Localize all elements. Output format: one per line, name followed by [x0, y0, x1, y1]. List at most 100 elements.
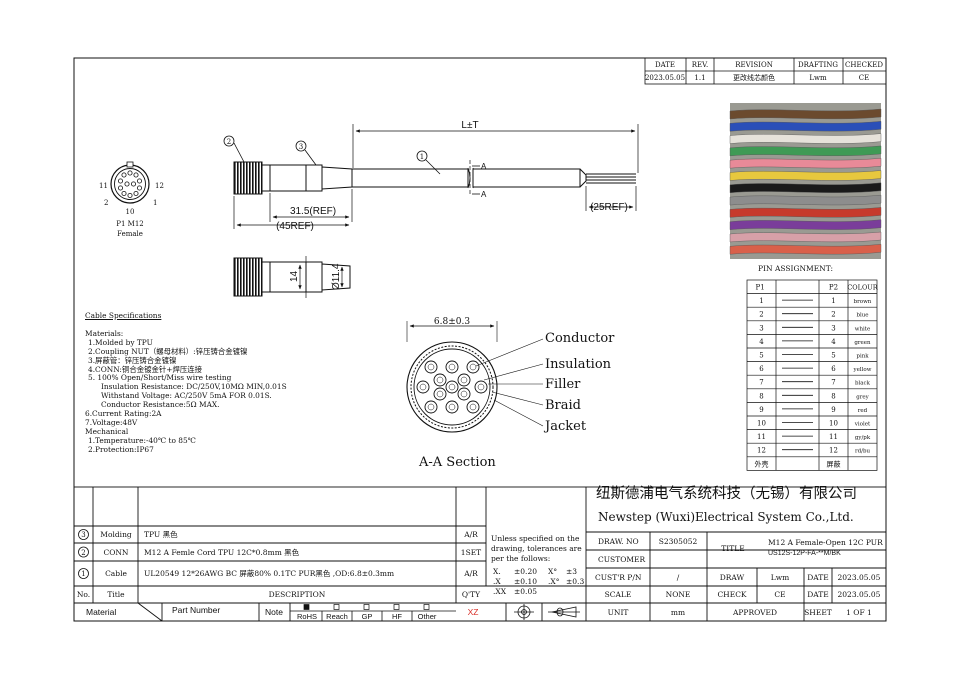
spec-line: 4.CONN:铜合金镀金针+焊压连接 [88, 364, 203, 374]
bom-row3-title: Molding [100, 530, 132, 539]
bom-row1-title: Cable [105, 569, 127, 578]
footer-part-number: Part Number [172, 605, 220, 615]
scale-value: NONE [666, 590, 691, 599]
rev-header-revision: REVISION [735, 61, 773, 69]
bom-header-qty: Q'TY [462, 590, 481, 599]
spec-line: 7.Voltage:48V [85, 417, 138, 427]
rev-header-checked: CHECKED [845, 61, 883, 69]
rev-checked: CE [859, 74, 869, 82]
specs-title: Cable Specifications [85, 311, 162, 320]
dim-11-4: Ø11.4 [331, 263, 342, 290]
bom-no-circle-2 [78, 546, 89, 558]
pin-table-p2: 5 [831, 352, 835, 360]
label-insulation: Insulation [545, 357, 612, 372]
pin-table-p2: 3 [831, 324, 835, 332]
label-jacket: Jacket [543, 419, 587, 434]
connector-caption-line1: P1 M12 [116, 220, 143, 228]
sheet-value: 1 OF 1 [846, 608, 872, 617]
wire-band [729, 121, 882, 132]
date-value-1: 2023.05.05 [838, 573, 881, 582]
pin-table-p2: 2 [831, 311, 835, 319]
wire-band [729, 133, 882, 144]
sheet-label: SHEET [804, 608, 832, 617]
bom-row2-title: CONN [103, 548, 128, 557]
connector-caption-line2: Female [117, 230, 143, 238]
option-label: HF [392, 612, 402, 621]
bom-header-title: Title [107, 590, 125, 599]
pin-table-p2: 9 [831, 406, 835, 414]
bom-header-desc: DESCRIPTION [269, 590, 326, 599]
pin-table-header: COLOUR [847, 284, 878, 292]
wire-band [729, 207, 882, 218]
pin-table-p1: 10 [757, 420, 766, 428]
spec-line: Insulation Resistance: DC/250V,10MΩ MIN,… [101, 382, 287, 392]
wire-band [729, 244, 882, 255]
revision-block [644, 57, 887, 85]
spec-line: Materials: [85, 328, 124, 338]
rev-date: 2023.05.05 [645, 74, 685, 82]
rev-header-rev: REV. [692, 61, 708, 69]
bom-row1-no: 1 [81, 570, 85, 578]
pin-table-p1: 5 [759, 352, 763, 360]
company-name-cn: 纽斯德浦电气系统科技（无锡）有限公司 [596, 485, 857, 502]
customer-label: CUSTOMER [598, 555, 646, 564]
pin-table-colour: violet [854, 422, 871, 428]
unit-label: UNIT [608, 608, 629, 617]
pin-table-grid [746, 279, 878, 471]
wire-band [729, 182, 882, 194]
pin-table-p1: 7 [759, 379, 763, 387]
title-line1: M12 A Female-Open 12C PUR [768, 538, 883, 547]
company-name-en: Newstep (Wuxi)Electrical System Co.,Ltd. [598, 510, 854, 524]
cable-side-view: A A [233, 160, 636, 199]
option-checkbox [333, 604, 340, 610]
pin-table-p2: 屏蔽 [827, 459, 841, 468]
pin-table-p2: 6 [831, 365, 836, 373]
pin-table-p1: 8 [759, 392, 763, 400]
tolerance-cell: ±0.3 [566, 577, 584, 586]
dim-25-ref: (25REF) [590, 202, 628, 213]
pin-table-p1: 4 [759, 338, 764, 346]
option-label: Reach [326, 612, 348, 621]
pin-table-colour: green [854, 340, 871, 346]
pin-table-p2: 4 [831, 338, 836, 346]
pin-table-p1: 12 [757, 447, 766, 455]
spec-line: 6.Current Rating:2A [85, 409, 162, 419]
spec-line: Conductor Resistance:5Ω MAX. [101, 400, 220, 410]
tolerance-cell: X° [548, 567, 557, 576]
check-label: CHECK [717, 590, 746, 599]
approved-label: APPROVED [732, 608, 777, 617]
bom-no-circle-1 [78, 568, 89, 579]
date-value-2: 2023.05.05 [838, 590, 881, 599]
bom-header-no: No. [77, 590, 90, 599]
option-checkbox [393, 604, 400, 610]
bom-row2-qty: 1SET [461, 548, 481, 557]
dimension-lines [233, 124, 639, 229]
pin-table-colour: brown [854, 299, 872, 305]
pin-table-p2: 8 [831, 392, 835, 400]
pin-table-colour: white [855, 326, 870, 332]
dim-14: 14 [289, 270, 300, 282]
tolerance-note-2: drawing, tolerances are [491, 544, 582, 553]
title-block-grid [73, 486, 887, 622]
pin-table-p1: 6 [759, 365, 764, 373]
pin-label-2: 2 [104, 199, 108, 207]
wire-band [729, 219, 882, 230]
rev-header-drafting: DRAFTING [798, 61, 838, 69]
bom-row3-desc: TPU 黑色 [144, 529, 178, 539]
bom-row3-no: 3 [81, 531, 85, 539]
pin-table-header: P2 [829, 284, 838, 292]
callout-2: 2 [227, 138, 231, 146]
pin-table-p2: 7 [831, 379, 835, 387]
projection-symbol [514, 604, 580, 620]
footer-material: Material [86, 607, 116, 617]
title-label: TITLE [721, 544, 744, 553]
wire-band [729, 108, 882, 120]
cross-section-title: A-A Section [418, 455, 496, 470]
label-conductor: Conductor [545, 331, 615, 346]
pin-table-p1: 3 [759, 324, 763, 332]
pin-table-header: P1 [756, 284, 765, 292]
pin-table-colour: grey [856, 394, 869, 400]
